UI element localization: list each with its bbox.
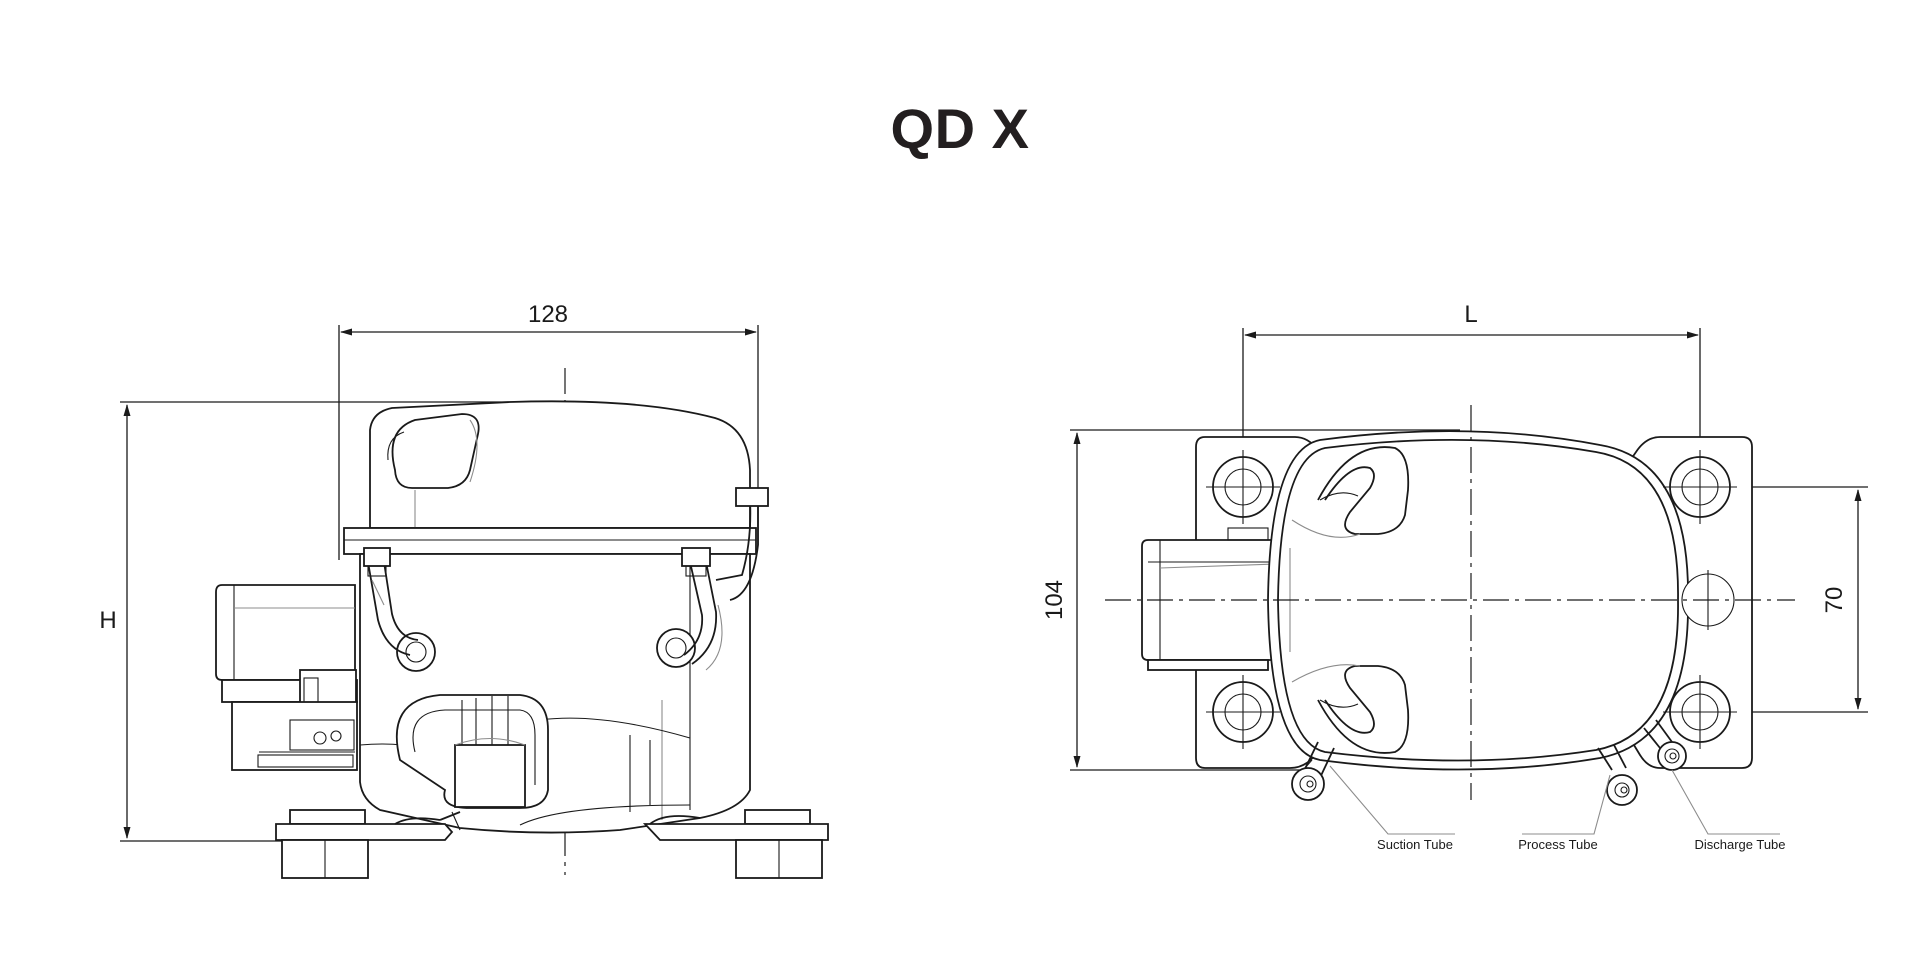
mounting-hole-br	[1663, 675, 1737, 749]
height-dim-label: H	[99, 607, 116, 634]
length-dim-label: L	[1464, 301, 1477, 328]
suction-tube-label: Suction Tube	[1377, 837, 1453, 852]
callout-suction: Suction Tube	[1329, 765, 1455, 852]
foot-right	[642, 809, 829, 879]
suction-tube-fitting	[1291, 741, 1335, 801]
mounting-hole-bl	[1206, 675, 1280, 749]
side-view: 128 H	[99, 301, 829, 879]
suction-loop	[395, 694, 549, 809]
mounting-hole-tr	[1663, 450, 1737, 524]
depth-dimension: 104	[1041, 429, 1460, 771]
width-dim-label: 128	[528, 301, 568, 328]
right-tube	[656, 487, 769, 671]
left-tube	[363, 547, 436, 672]
callout-process: Process Tube	[1518, 774, 1611, 852]
height-dimension: H	[99, 401, 520, 842]
mounting-hole-tl	[1206, 450, 1280, 524]
diagram-title: QD X	[890, 97, 1030, 160]
process-tube-label: Process Tube	[1518, 837, 1598, 852]
length-dimension: L	[1242, 301, 1701, 520]
discharge-tube-fitting	[1643, 719, 1687, 771]
process-tube-fitting	[1597, 744, 1638, 806]
width-dimension: 128	[338, 301, 759, 560]
foot-left	[275, 809, 461, 879]
housing-dome	[343, 400, 757, 555]
top-view: L 104 70	[1041, 301, 1868, 852]
discharge-tube-label: Discharge Tube	[1694, 837, 1785, 852]
mount-dim-label: 70	[1821, 587, 1848, 614]
callout-discharge: Discharge Tube	[1671, 769, 1786, 852]
terminal-box	[215, 584, 358, 771]
terminal-box-top	[1141, 527, 1279, 671]
depth-dim-label: 104	[1041, 580, 1068, 620]
lower-shell	[359, 553, 751, 834]
shell-outline	[1267, 430, 1689, 771]
